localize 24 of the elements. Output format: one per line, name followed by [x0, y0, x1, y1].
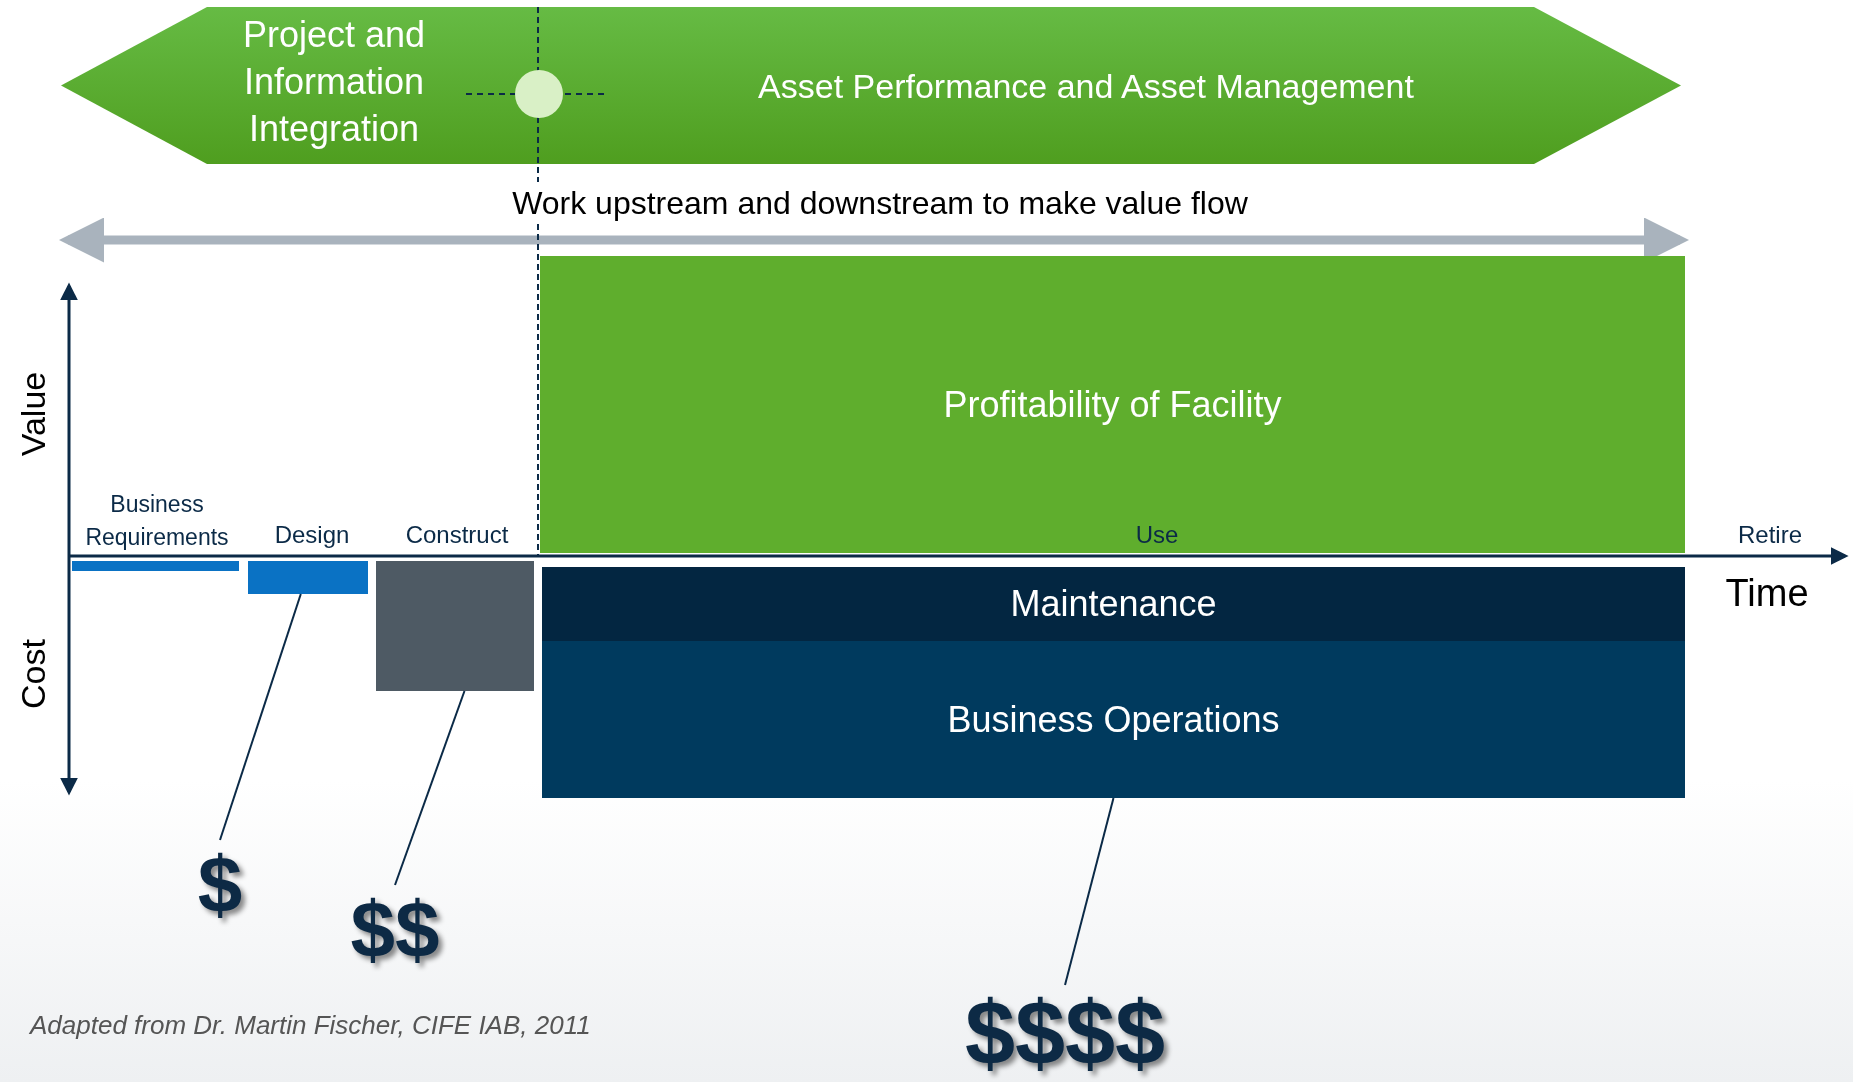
- axis-label: Time: [1725, 570, 1809, 616]
- cost-block: Maintenance: [542, 567, 1685, 641]
- cost-block: Business Operations: [542, 641, 1685, 798]
- phase-label: Retire: [1738, 520, 1802, 550]
- cost-bar: [376, 561, 534, 691]
- phase-label: Business Requirements: [84, 489, 230, 552]
- leader-line: [1064, 797, 1115, 986]
- banner-text: Asset Performance and Asset Management: [757, 69, 1415, 103]
- leader-line: [219, 593, 302, 841]
- phase-banner: [61, 7, 1681, 164]
- cost-symbol: $$: [340, 885, 450, 975]
- cost-bar: [248, 561, 368, 594]
- cost-symbol: $: [190, 840, 250, 930]
- leader-line: [394, 690, 466, 886]
- source-caption: Adapted from Dr. Martin Fischer, CIFE IAB, 2011: [30, 1009, 591, 1042]
- axis-label: Value: [12, 371, 53, 457]
- cost-bar: [72, 561, 239, 571]
- phase-label: Design: [274, 520, 350, 550]
- phase-label: Construct: [405, 520, 509, 550]
- axis-label: Cost: [12, 639, 53, 709]
- cost-symbol: $$$$: [960, 985, 1170, 1080]
- phase-label: Use: [1135, 520, 1179, 550]
- banner-text: Project and Information Integration: [241, 13, 427, 151]
- flow-caption: Work upstream and downstream to make value flow: [512, 184, 1248, 223]
